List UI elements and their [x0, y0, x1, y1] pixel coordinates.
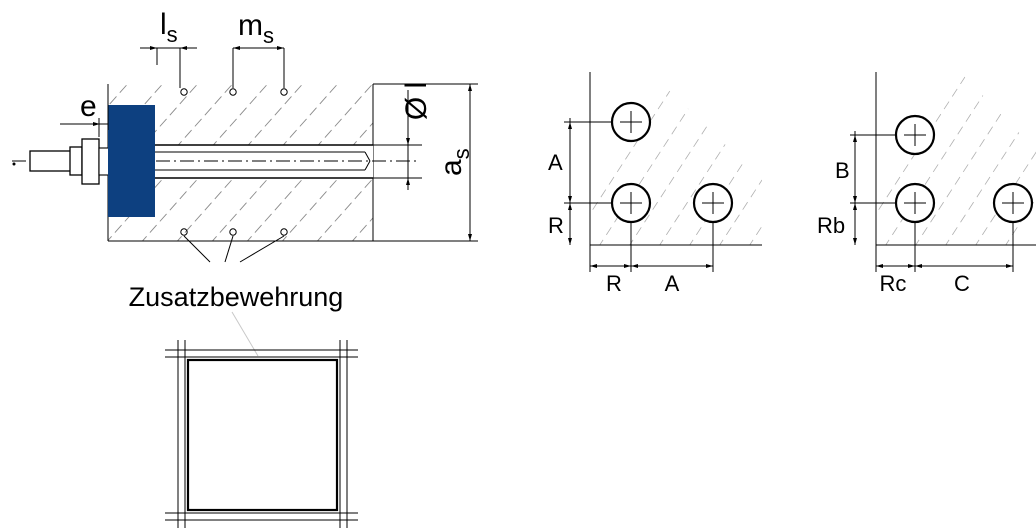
title-zusatzbewehrung: Zusatzbewehrung	[129, 282, 344, 312]
anchor-section: ls ms e Ø l	[12, 8, 478, 357]
washer	[81, 138, 100, 185]
label-ms: ms	[238, 9, 274, 48]
anchor-circle-b3	[992, 182, 1034, 224]
anchor-plate	[108, 105, 155, 217]
leader-line-3	[239, 235, 285, 263]
anchor-circle-a3	[692, 182, 734, 224]
label-ls: ls	[160, 8, 178, 47]
reinforcement-bars	[180, 88, 288, 236]
label-a-horizontal: A	[665, 271, 680, 296]
dimension-diameter	[373, 90, 422, 190]
reinforcement-cage	[165, 340, 358, 528]
dimension-as	[373, 83, 478, 242]
dimension-ls	[140, 46, 197, 88]
anchor-circle-b1	[894, 114, 936, 156]
label-b-vertical: B	[835, 158, 850, 183]
label-diameter: Ø l	[400, 82, 433, 120]
reinforcement-leader	[231, 311, 259, 357]
anchor-circle-a1	[610, 101, 652, 143]
anchor-circle-a2	[610, 182, 652, 224]
nut	[69, 146, 83, 176]
label-as: as	[435, 148, 474, 176]
dimension-e	[60, 104, 109, 137]
edge-distance-grid-a: A R R A	[548, 72, 762, 296]
leader-line-2	[224, 235, 234, 263]
edge-distance-grid-b: B Rb Rc C	[817, 72, 1036, 296]
label-a-vertical: A	[548, 150, 563, 175]
label-c-horizontal: C	[954, 271, 970, 296]
label-e: e	[80, 90, 97, 123]
leader-line-1	[183, 235, 211, 263]
dimension-ms	[232, 46, 285, 88]
label-rb-vertical: Rb	[817, 213, 845, 238]
label-r-vertical: R	[548, 213, 564, 238]
label-r-horizontal: R	[606, 271, 622, 296]
label-rc-horizontal: Rc	[880, 271, 907, 296]
anchor-circle-b2	[894, 182, 936, 224]
